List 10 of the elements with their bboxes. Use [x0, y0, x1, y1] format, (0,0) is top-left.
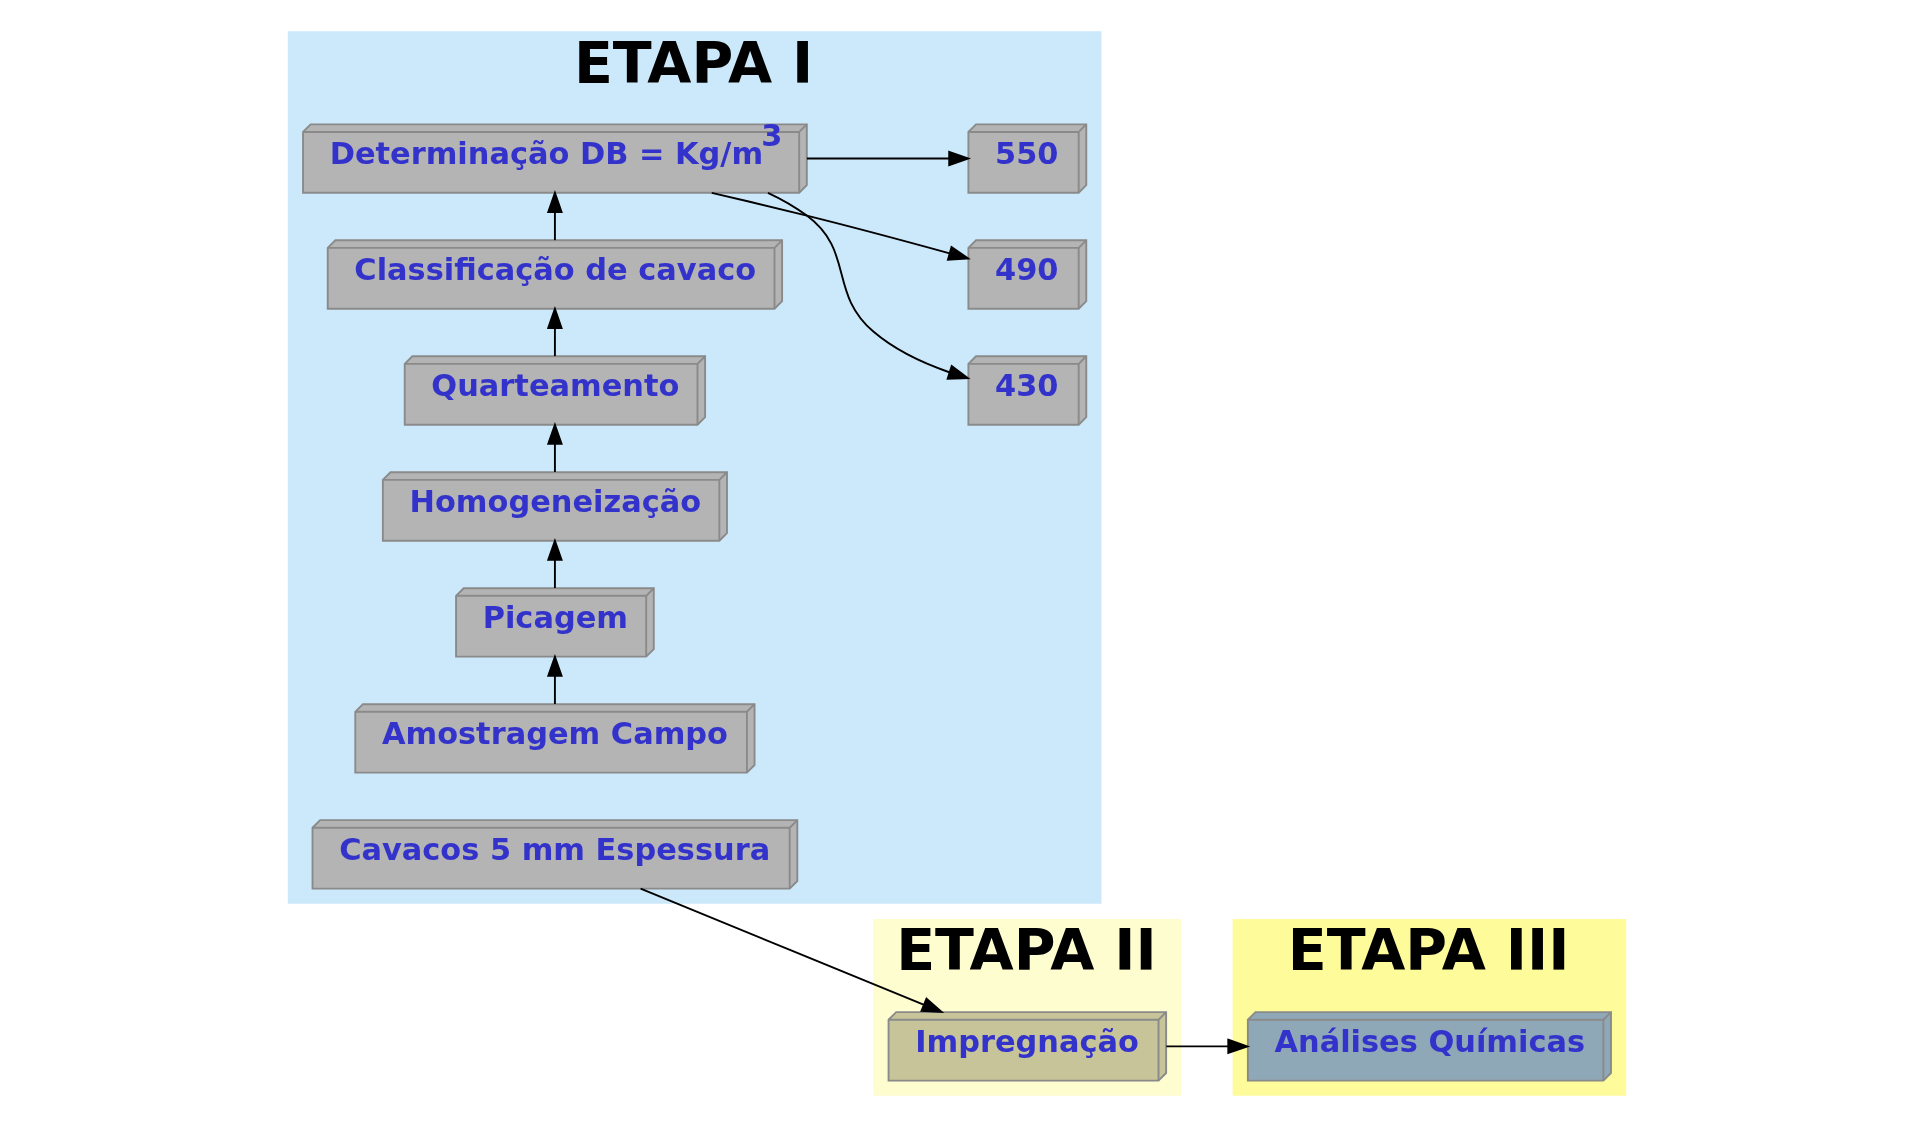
- arrow: [766, 191, 971, 380]
- arrow: [546, 190, 563, 242]
- arrow: [546, 653, 563, 705]
- arrow: [639, 887, 944, 1014]
- arrow: [1164, 1038, 1250, 1055]
- arrow: [710, 191, 971, 261]
- arrow: [546, 538, 563, 589]
- arrow: [805, 150, 971, 167]
- arrow: [546, 422, 563, 473]
- arrow: [546, 306, 563, 357]
